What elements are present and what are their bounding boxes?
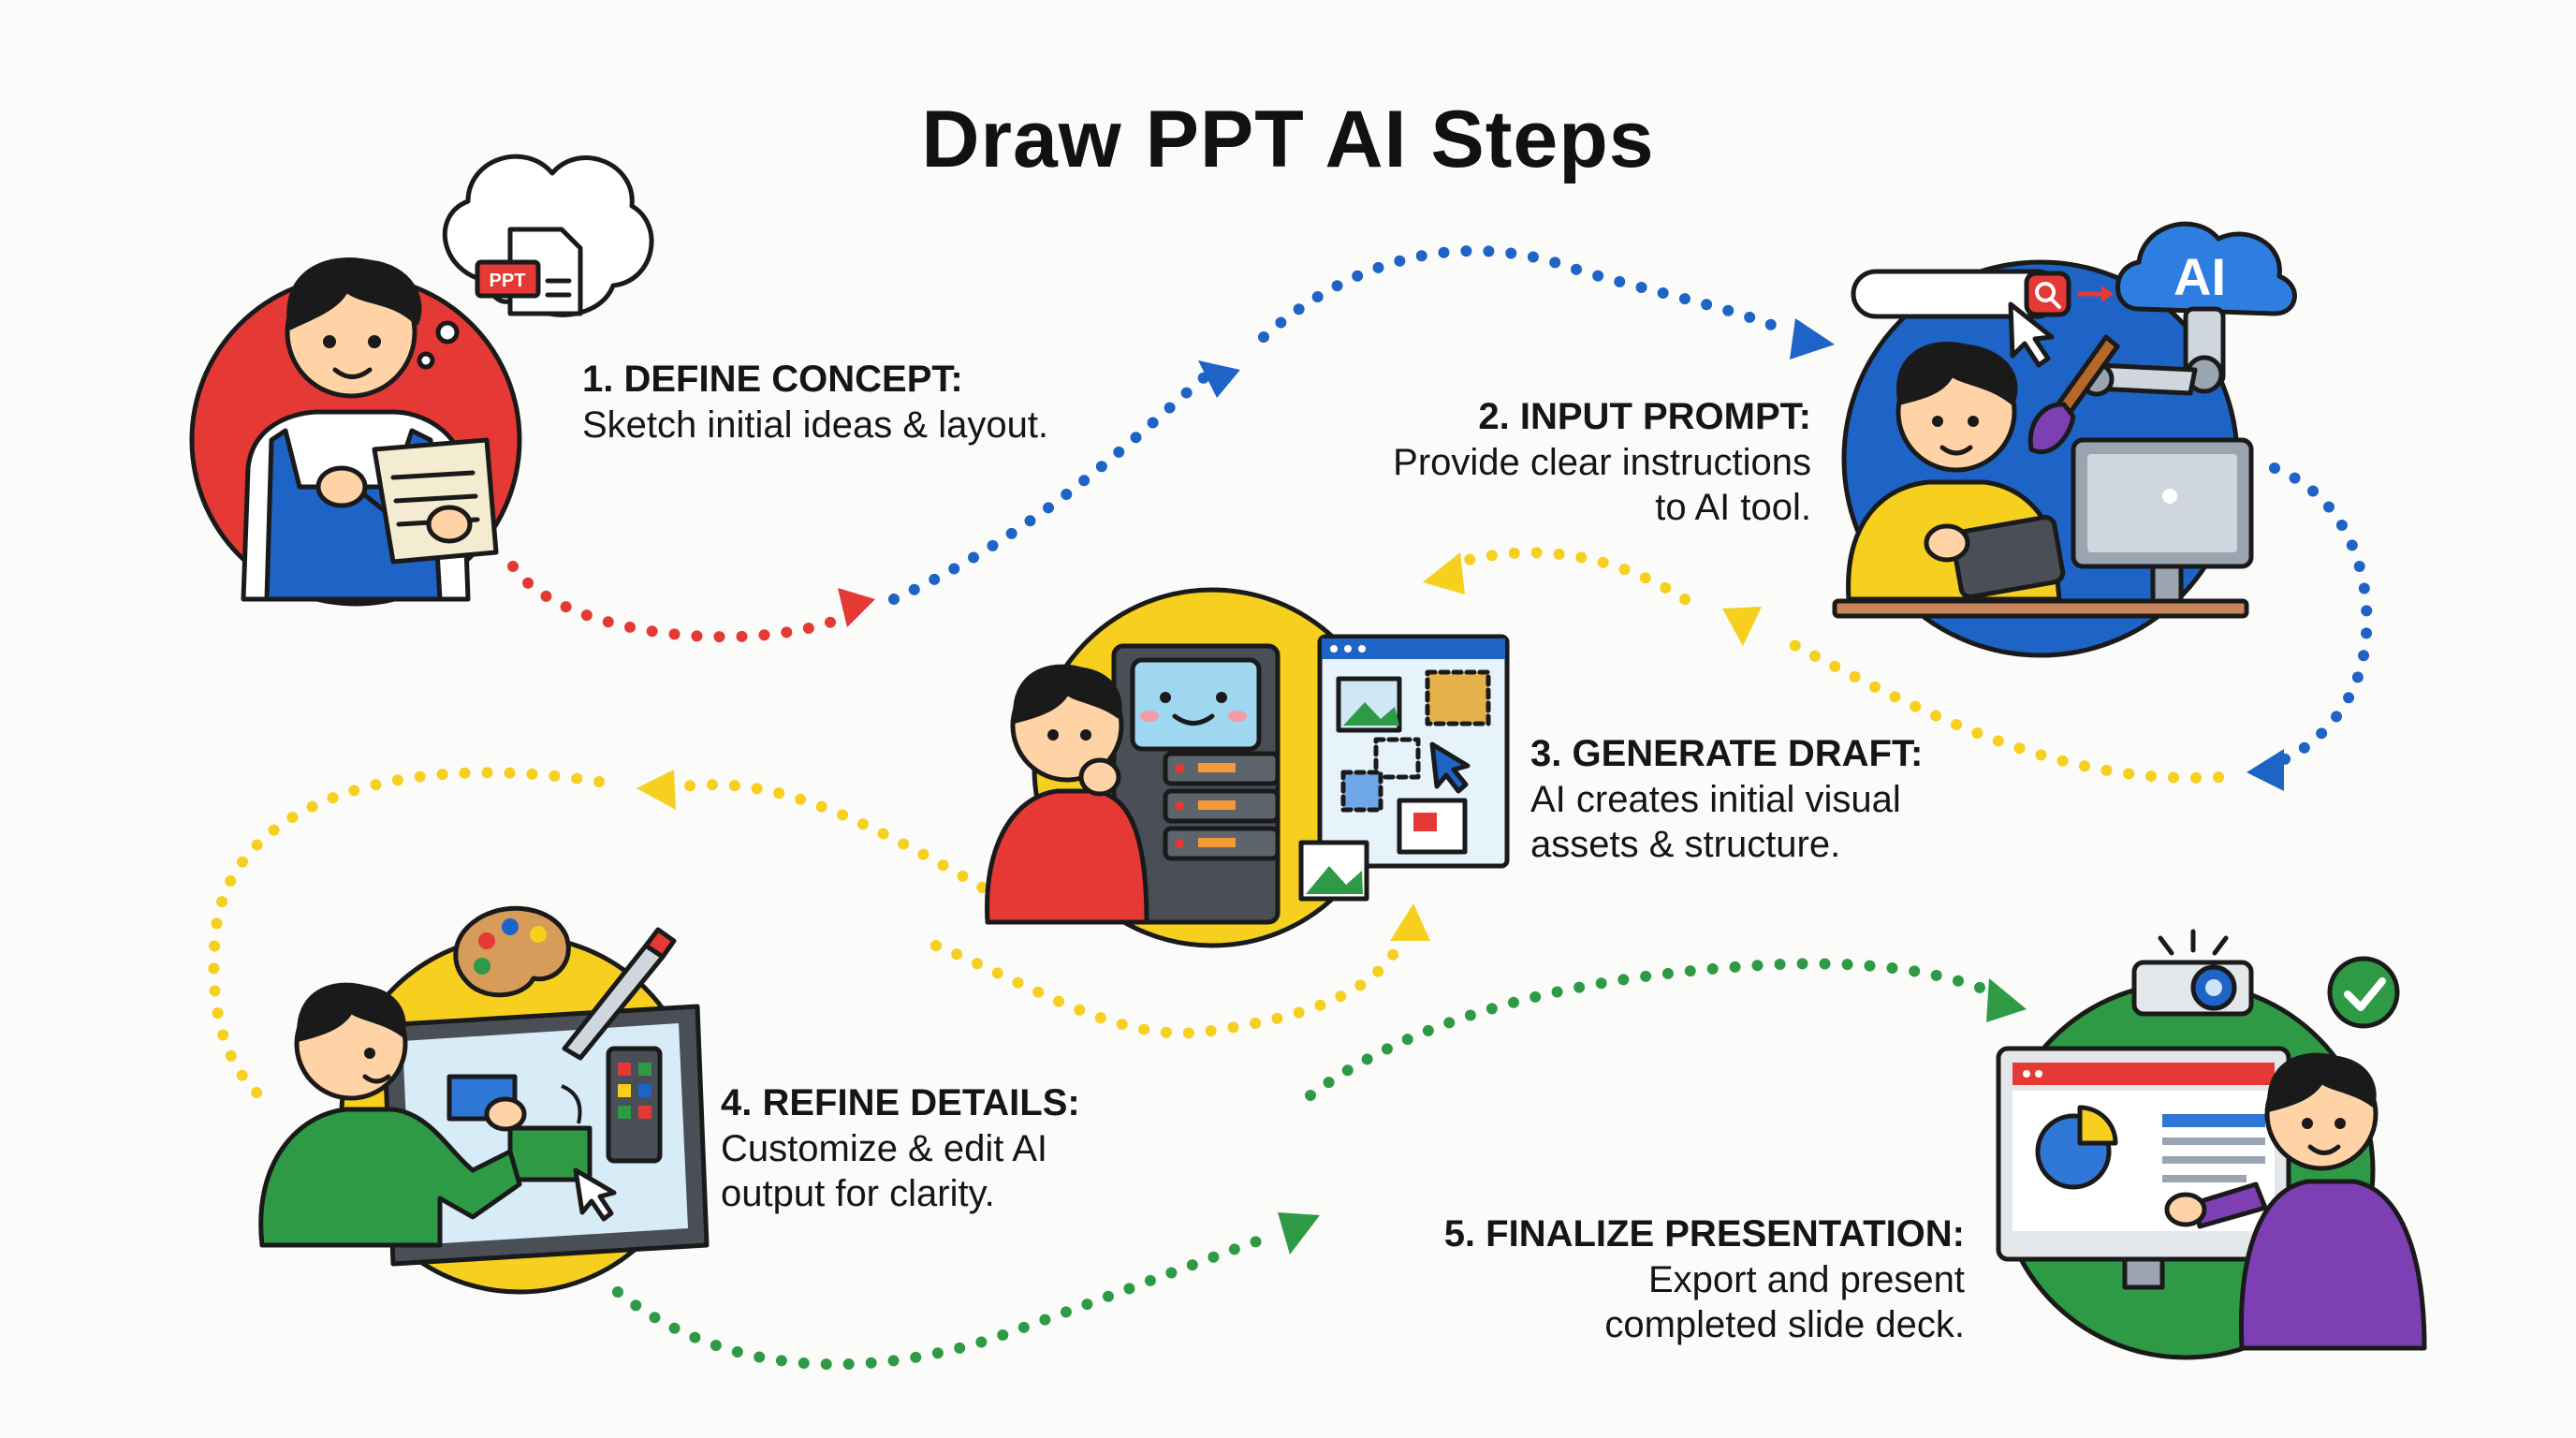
projector-icon <box>2131 929 2254 1017</box>
designer-person-icon <box>241 257 499 602</box>
step-3-text: 3. GENERATE DRAFT: AI creates initial vi… <box>1530 730 1923 867</box>
page-title: Draw PPT AI Steps <box>921 95 1655 184</box>
checkmark-icon <box>2327 956 2400 1029</box>
connector-3-4 <box>208 767 1430 1110</box>
step-2-heading: 2. INPUT PROMPT: <box>1478 396 1811 437</box>
search-bar-icon <box>1851 269 2114 319</box>
mouse-cursor-icon <box>2008 301 2055 368</box>
step-1-heading: 1. DEFINE CONCEPT: <box>582 359 963 400</box>
step-4-line-1: Customize & edit AI <box>721 1128 1048 1169</box>
presenter-person-icon <box>2164 1052 2427 1351</box>
ai-cloud-label: AI <box>2174 247 2226 306</box>
step-2-text: 2. INPUT PROMPT: Provide clear instructi… <box>1393 393 1811 530</box>
step-4-text: 4. REFINE DETAILS: Customize & edit AI o… <box>721 1079 1080 1216</box>
connector-4-5 <box>612 958 2027 1371</box>
step-4-illustration <box>258 905 710 1295</box>
image-thumbnail-icon <box>1298 840 1369 902</box>
draft-window-icon <box>1317 634 1510 869</box>
step-3-heading: 3. GENERATE DRAFT: <box>1530 733 1924 774</box>
step-2-line-2: to AI tool. <box>1655 487 1811 528</box>
ai-cloud-icon: AI <box>2115 221 2297 316</box>
step-5-heading: 5. FINALIZE PRESENTATION: <box>1443 1213 1965 1255</box>
stylus-icon <box>562 927 677 1061</box>
connector-2-3 <box>1423 462 2373 791</box>
thinking-person-icon <box>985 664 1149 925</box>
step-1-illustration: PPT <box>189 154 654 607</box>
step-2-illustration: AI <box>1832 221 2297 658</box>
step-3-line-1: AI creates initial visual <box>1530 779 1901 820</box>
prompt-person-icon <box>1846 342 2066 602</box>
palette-icon <box>453 905 571 998</box>
robot-arm-icon <box>2027 306 2226 454</box>
step-5-text: 5. FINALIZE PRESENTATION: Export and pre… <box>1444 1211 1965 1347</box>
presentation-screen-icon <box>1996 1046 2291 1290</box>
ppt-file-label: PPT <box>490 271 526 291</box>
step-5-illustration <box>1996 929 2427 1360</box>
step-3-illustration <box>985 587 1510 948</box>
step-4-heading: 4. REFINE DETAILS: <box>721 1082 1080 1123</box>
editor-person-icon <box>258 982 527 1248</box>
monitor-icon <box>2071 437 2254 607</box>
ppt-file-icon: PPT <box>475 227 583 316</box>
step-1-line-1: Sketch initial ideas & layout. <box>582 404 1049 446</box>
step-1-text: 1. DEFINE CONCEPT: Sketch initial ideas … <box>582 356 1048 448</box>
step-3-line-2: assets & structure. <box>1530 824 1841 865</box>
server-robot-icon <box>1111 643 1281 925</box>
connector-1-2 <box>507 244 1835 643</box>
step-2-line-1: Provide clear instructions <box>1393 442 1811 483</box>
step-5-line-1: Export and present <box>1648 1259 1965 1300</box>
step-5-line-2: completed slide deck. <box>1604 1304 1965 1345</box>
step-4-line-2: output for clarity. <box>721 1173 995 1214</box>
